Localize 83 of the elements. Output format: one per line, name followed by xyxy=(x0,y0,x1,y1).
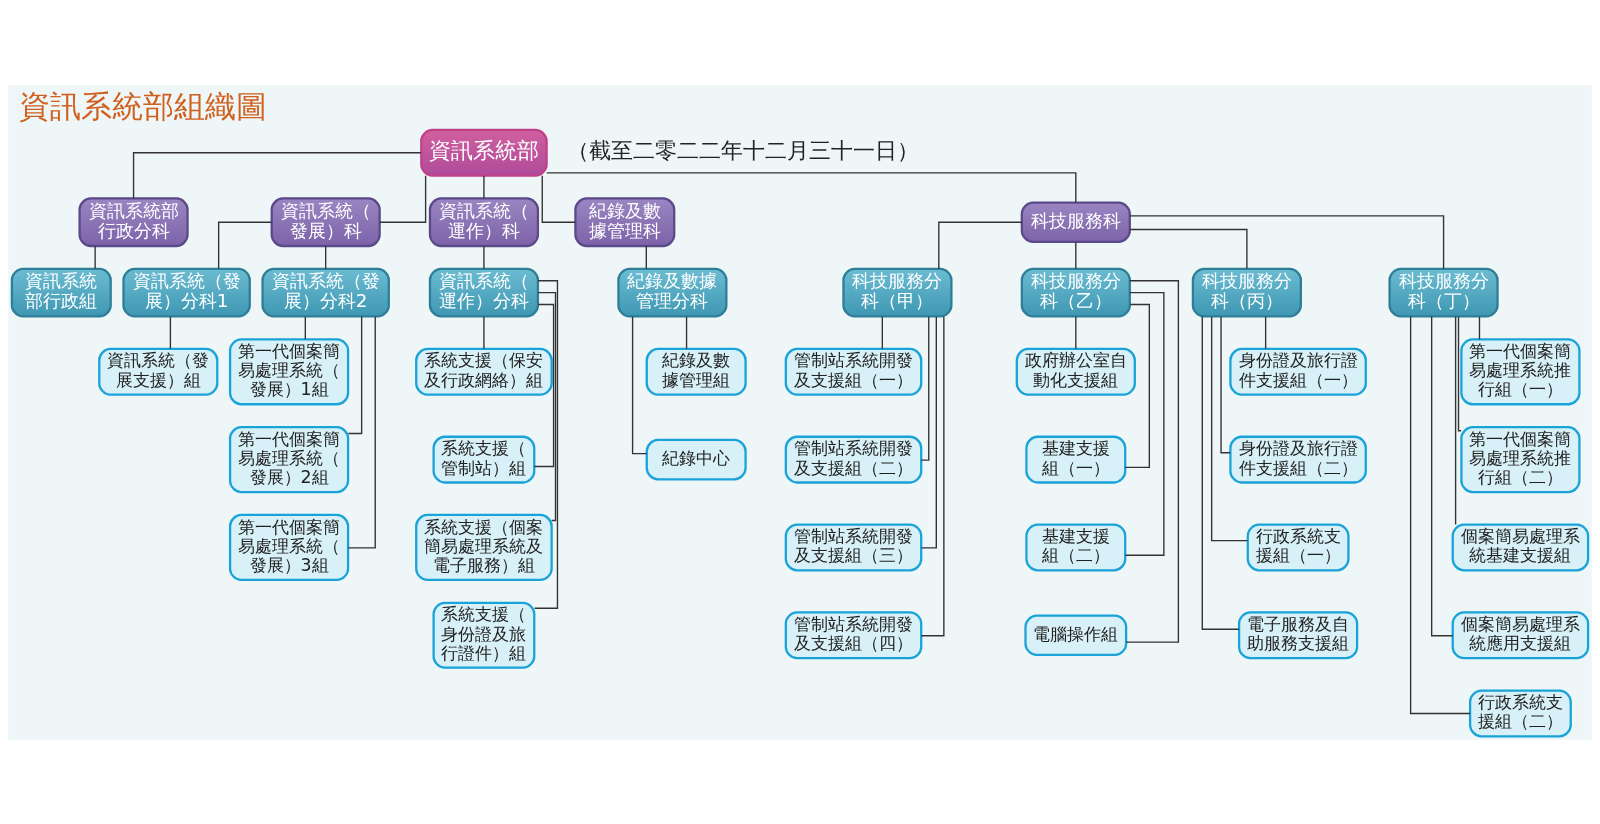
connector xyxy=(645,244,647,270)
connector xyxy=(483,244,485,270)
node-box: 身份證及旅行證件支援組（一） xyxy=(1229,347,1367,396)
diagram-title: 資訊系統部組織圖 xyxy=(19,87,268,124)
node-box: 行政系統支援組（一） xyxy=(1246,522,1350,571)
node-box: 系統支援（保安及行政網絡）組 xyxy=(415,347,553,396)
node-box: 基建支援組（一） xyxy=(1025,435,1127,484)
connector xyxy=(483,315,485,350)
node-box: 資訊系統（發展）分科1 xyxy=(122,267,251,318)
node-box: 資訊系統（發展支援）組 xyxy=(98,347,219,396)
node-box: 科技服務分科（丙） xyxy=(1191,267,1302,318)
node-box: 科技服務分科（丁） xyxy=(1388,267,1499,318)
node-box: 紀錄及數據管理分科 xyxy=(617,267,728,318)
connector xyxy=(304,315,306,340)
node-box: 資訊系統（發展）分科2 xyxy=(261,267,390,318)
connector xyxy=(483,174,485,199)
node-box: 身份證及旅行證件支援組（二） xyxy=(1229,435,1367,484)
node-box: 資訊系統（運作）科 xyxy=(428,196,540,247)
connector xyxy=(1220,315,1231,453)
connector xyxy=(379,174,427,223)
connector xyxy=(1457,315,1462,431)
connector xyxy=(1129,214,1445,269)
node-box: 資訊系統部行政分科 xyxy=(78,196,189,247)
connector xyxy=(217,221,273,269)
node-box: 第一代個案簡易處理系統（發展）1組 xyxy=(228,337,350,405)
node-box: 政府辦公室自動化支援組 xyxy=(1015,347,1136,396)
connector xyxy=(546,171,1077,203)
node-box: 資訊系統（運作）分科 xyxy=(428,267,540,318)
connector xyxy=(533,303,555,467)
node-box: 行政系統支援組（二） xyxy=(1468,688,1572,737)
connector xyxy=(1124,303,1151,468)
node-box: 資訊系統（發展）科 xyxy=(270,196,381,247)
connector xyxy=(132,151,422,199)
connector xyxy=(1075,315,1077,350)
node-box: 系統支援（管制站）組 xyxy=(432,435,536,484)
connector xyxy=(1201,315,1240,630)
node-box: 第一代個案簡易處理系統（發展）2組 xyxy=(228,425,350,493)
node-box: 管制站系統開發及支援組（二） xyxy=(784,435,923,484)
node-box: 基建支援組（二） xyxy=(1025,522,1127,571)
node-box: 第一代個案簡易處理系統推行組（一） xyxy=(1460,337,1581,405)
node-box: 科技服務分科（乙） xyxy=(1020,267,1131,318)
connector xyxy=(533,279,559,609)
node-box: 管制站系統開發及支援組（三） xyxy=(784,522,923,571)
connector xyxy=(1409,315,1471,714)
connector xyxy=(347,315,363,434)
label: （截至二零二二年十二月三十一日） xyxy=(566,137,919,163)
connector xyxy=(94,244,96,270)
node-box: 個案簡易處理系統應用支援組 xyxy=(1451,610,1590,659)
node-box: 資訊系統部行政組 xyxy=(10,267,112,318)
node-box: 第一代個案簡易處理系統（發展）3組 xyxy=(228,513,350,581)
node-box: 資訊系統部 xyxy=(420,128,548,177)
connector xyxy=(938,221,1023,269)
node-box: 系統支援（個案簡易處理系統及電子服務）組 xyxy=(415,513,553,581)
connector xyxy=(1264,315,1267,350)
connector xyxy=(1075,241,1077,270)
connector xyxy=(537,291,557,521)
connector xyxy=(920,315,930,461)
node-box: 個案簡易處理系統基建支援組 xyxy=(1451,522,1590,571)
connector xyxy=(347,315,376,549)
node-box: 科技服務分科（甲） xyxy=(842,267,953,318)
node-box: 管制站系統開發及支援組（四） xyxy=(784,610,923,659)
connector xyxy=(685,315,688,350)
node-box: 電子服務及自助服務支援組 xyxy=(1237,610,1359,659)
node-box: 電腦操作組 xyxy=(1024,613,1128,656)
connector xyxy=(541,174,577,223)
node-box: 紀錄及數據管理組 xyxy=(645,347,747,396)
connector xyxy=(1454,315,1457,525)
connector xyxy=(325,244,327,270)
node-box: 管制站系統開發及支援組（一） xyxy=(784,347,923,396)
connector xyxy=(920,315,937,549)
connector xyxy=(1210,315,1249,541)
connector xyxy=(169,315,172,350)
node-box: 紀錄中心 xyxy=(645,438,747,480)
connector xyxy=(631,315,648,454)
connector xyxy=(1124,291,1165,556)
node-box: 紀錄及數據管理科 xyxy=(574,196,676,247)
node-box: 科技服務科 xyxy=(1020,200,1131,243)
connector xyxy=(1125,279,1180,643)
connector xyxy=(881,315,883,350)
connector xyxy=(1129,228,1248,269)
node-box: 系統支援（身份證及旅行證件）組 xyxy=(432,601,536,669)
node-box: 第一代個案簡易處理系統推行組（二） xyxy=(1460,425,1581,493)
connector xyxy=(1478,315,1481,340)
